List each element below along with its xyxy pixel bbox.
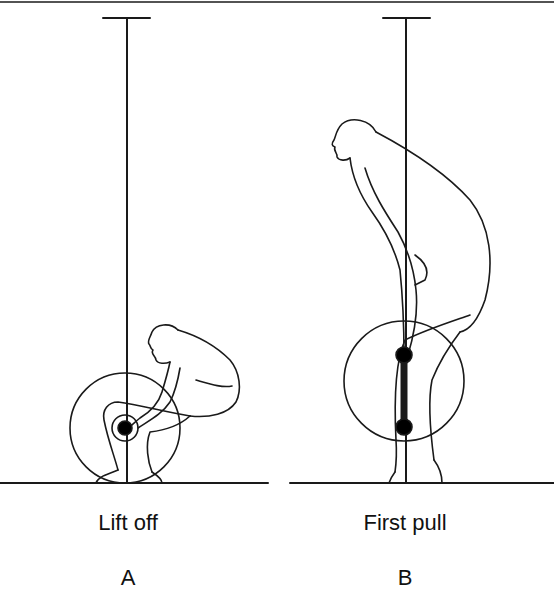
phase-label: First pull	[363, 510, 446, 536]
panel-letter: B	[398, 565, 413, 591]
lifter-figure-b	[332, 18, 490, 483]
lifter-figure-a	[70, 18, 239, 483]
panel-letter: A	[121, 565, 136, 591]
phase-label: Lift off	[98, 510, 158, 536]
top-rule	[0, 1, 554, 3]
